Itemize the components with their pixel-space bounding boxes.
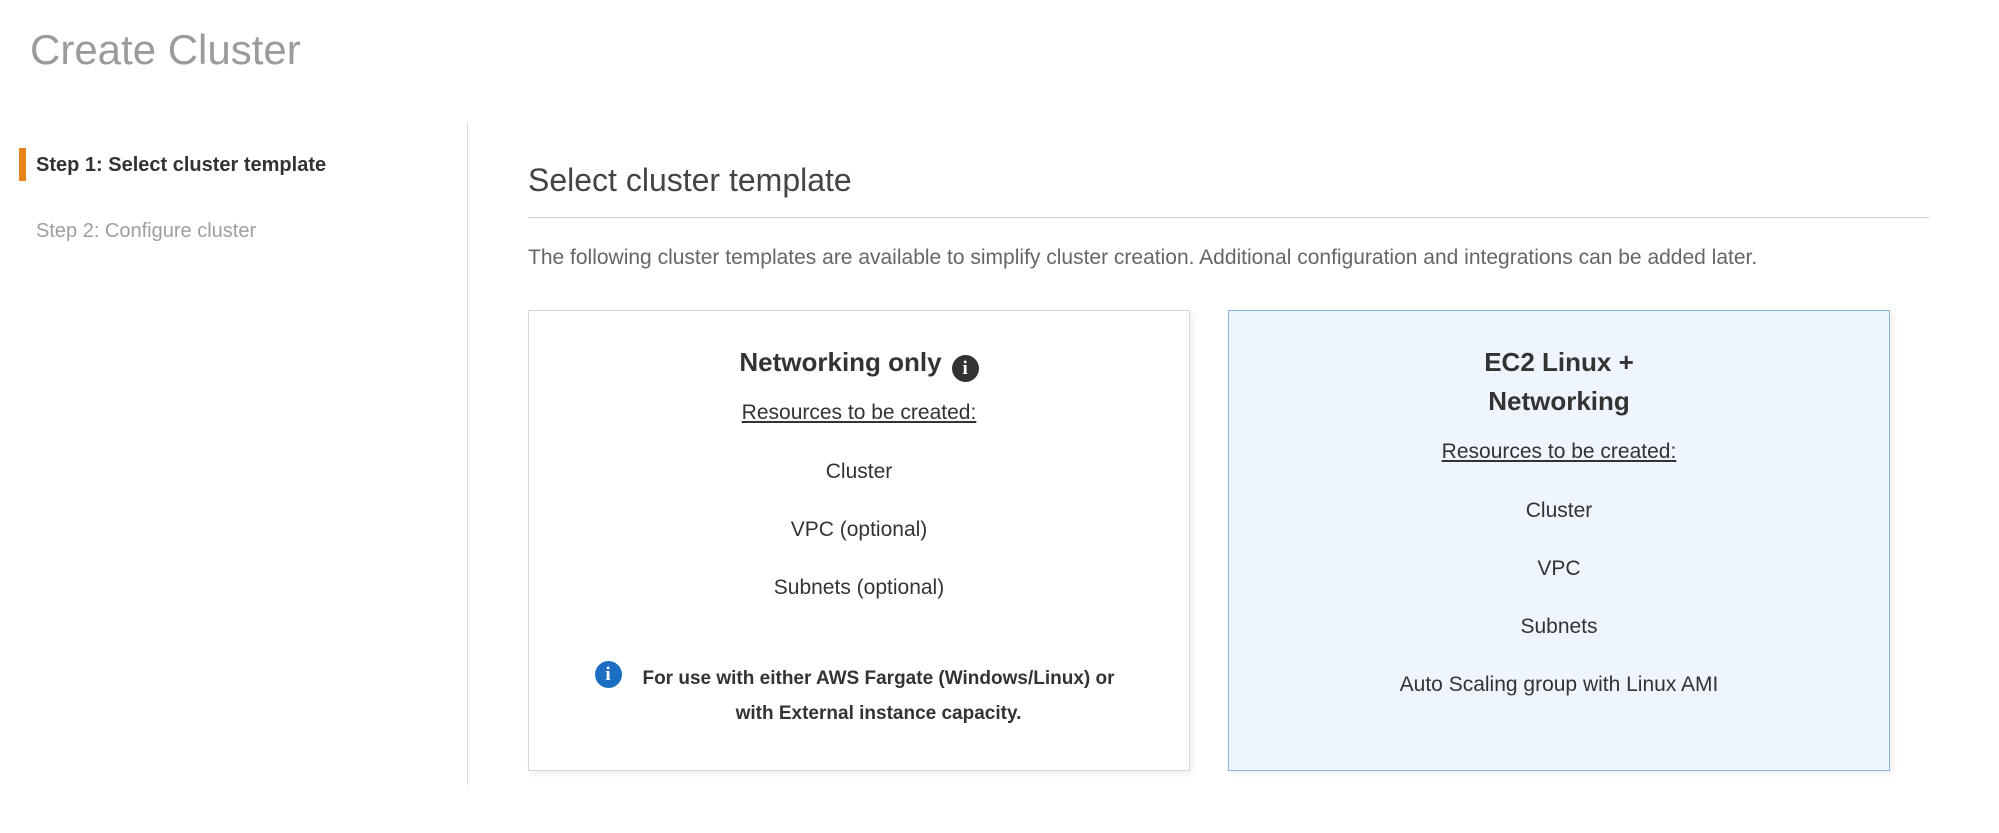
heading-divider bbox=[528, 217, 1929, 219]
card-title-line-1: EC2 Linux + bbox=[1484, 347, 1634, 378]
resource-list: Cluster VPC Subnets Auto Scaling group w… bbox=[1229, 496, 1889, 700]
resource-item: Subnets bbox=[1520, 614, 1598, 638]
sidebar-step-1[interactable]: Step 1: Select cluster template bbox=[0, 148, 467, 182]
info-circle-icon: i bbox=[594, 660, 622, 688]
resources-label: Resources to be created: bbox=[1441, 440, 1677, 464]
step-2-label: Step 2: Configure cluster bbox=[36, 220, 257, 243]
resource-list: Cluster VPC (optional) Subnets (optional… bbox=[529, 457, 1189, 603]
section-heading: Select cluster template bbox=[528, 162, 852, 199]
resource-item: Subnets (optional) bbox=[773, 575, 945, 599]
active-step-indicator bbox=[19, 148, 26, 182]
step-1-label: Step 1: Select cluster template bbox=[36, 154, 327, 177]
content-row: Step 1: Select cluster template Step 2: … bbox=[0, 122, 1999, 786]
resource-item: VPC bbox=[1537, 556, 1581, 580]
resource-item: Cluster bbox=[825, 459, 893, 483]
card-note-text: For use with either AWS Fargate (Windows… bbox=[642, 667, 1115, 724]
resources-label: Resources to be created: bbox=[741, 401, 977, 425]
card-title-line-2: Networking bbox=[1488, 386, 1630, 417]
template-card-networking-only[interactable]: Networking only i Resources to be created… bbox=[528, 310, 1190, 772]
main-panel: Select cluster template The following cl… bbox=[468, 122, 1999, 785]
card-title-ec2-linux-networking: EC2 Linux + Networking bbox=[1229, 343, 1889, 421]
resource-item: Auto Scaling group with Linux AMI bbox=[1399, 672, 1719, 696]
wizard-steps-sidebar: Step 1: Select cluster template Step 2: … bbox=[0, 122, 468, 786]
resource-item: VPC (optional) bbox=[790, 517, 928, 541]
card-note: i For use with either AWS Fargate (Windo… bbox=[579, 660, 1139, 731]
template-cards-row: Networking only i Resources to be created… bbox=[528, 310, 1929, 772]
resource-item: Cluster bbox=[1525, 498, 1593, 522]
sidebar-step-2: Step 2: Configure cluster bbox=[0, 214, 467, 248]
card-title-networking-only: Networking only i bbox=[529, 343, 1189, 383]
info-icon[interactable]: i bbox=[951, 355, 979, 383]
template-card-ec2-linux-networking[interactable]: EC2 Linux + Networking Resources to be c… bbox=[1228, 310, 1890, 772]
card-title-text: Networking only bbox=[739, 347, 942, 378]
page-title: Create Cluster bbox=[30, 26, 301, 73]
section-description: The following cluster templates are avai… bbox=[528, 246, 1758, 270]
